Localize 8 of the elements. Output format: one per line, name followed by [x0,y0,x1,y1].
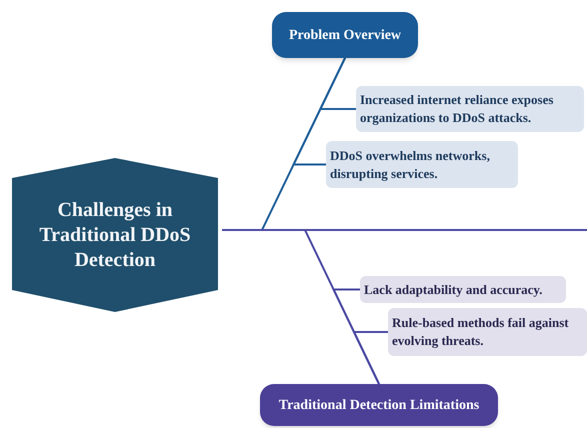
note-box: DDoS overwhelms networks, disrupting services. [326,141,518,188]
connector-line [352,331,388,384]
note-box: Lack adaptability and accuracy. [360,276,566,303]
category-pill: Problem Overview [272,12,418,58]
note-box: Increased internet reliance exposes organizations to DDoS attacks. [356,86,584,132]
note-box: Rule-based methods fail against evolving threats. [388,308,587,356]
category-pill: Traditional Detection Limitations [260,384,498,426]
connector-line [292,58,346,166]
